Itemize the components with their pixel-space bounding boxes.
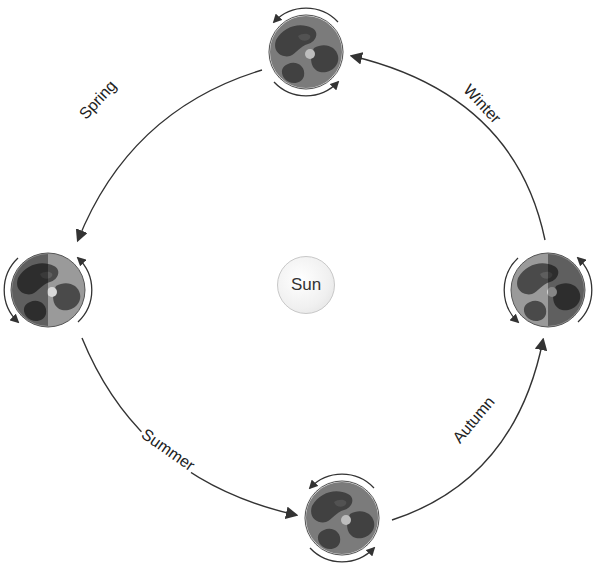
orbit-arc (352, 56, 545, 240)
season-label: Summer (136, 424, 199, 476)
earth-globe (302, 474, 382, 562)
orbit-arc (392, 340, 543, 520)
earth-globe (266, 8, 346, 96)
sun-label: Sun (291, 275, 321, 295)
orbit-arc (82, 338, 296, 515)
earth-globe (504, 250, 592, 330)
sun-circle: Sun (277, 256, 335, 314)
season-label: Autumn (448, 392, 500, 449)
earth-globe (4, 250, 92, 330)
season-label: Spring (74, 75, 121, 124)
